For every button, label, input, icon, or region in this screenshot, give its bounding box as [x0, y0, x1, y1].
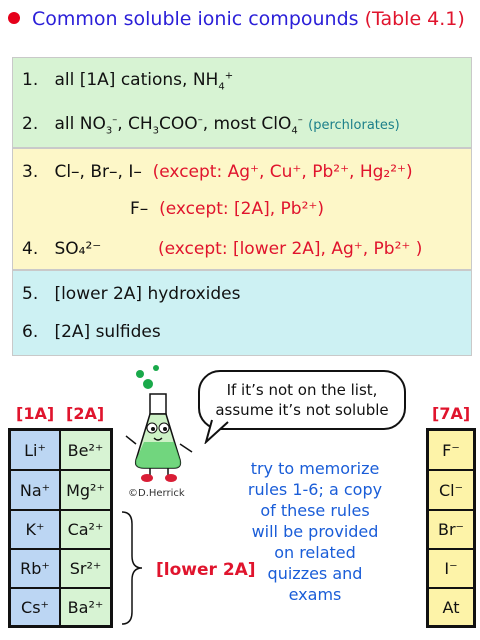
cell-na: Na⁺	[10, 470, 60, 510]
rule-1-sup: +	[224, 70, 234, 82]
cell-i: I⁻	[428, 549, 474, 588]
rule-2-sub-a: 3	[105, 125, 113, 137]
cell-cs: Cs⁺	[10, 588, 60, 626]
rule-1-number: 1.	[22, 70, 39, 90]
page-title: Common soluble ionic compounds (Table 4.…	[8, 8, 478, 42]
title-text: Common soluble ionic compounds	[32, 8, 359, 30]
lower-2a-bracket-icon	[121, 511, 143, 625]
flask-mascot-icon	[125, 365, 193, 482]
rule-3-fluoride-ion: F–	[130, 199, 149, 219]
bubble-line-2: assume it’s not soluble	[215, 401, 389, 419]
lower-2a-label: [lower 2A]	[156, 560, 256, 580]
rule-2: 2. all NO3–, CH3COO–, most ClO4– (perchl…	[22, 114, 400, 136]
rule-3-number: 3.	[22, 162, 39, 182]
rule-4-ion: SO₄²⁻	[54, 239, 102, 259]
rule-2-text-c: COO	[159, 114, 198, 134]
cell-be: Be²⁺	[60, 430, 111, 470]
rule-2-number: 2.	[22, 114, 39, 134]
rule-3: 3. Cl–, Br–, I– (except: Ag⁺, Cu⁺, Pb²⁺,…	[22, 162, 413, 182]
cell-cl: Cl⁻	[428, 470, 474, 510]
rule-4-number: 4.	[22, 239, 39, 259]
rule-6-number: 6.	[22, 322, 39, 342]
cell-sr: Sr²⁺	[60, 549, 111, 588]
cell-at: At	[428, 588, 474, 626]
rule-2-sup-a: –	[112, 114, 118, 126]
rules-band-yellow	[12, 148, 472, 270]
memo-line: quizzes and	[267, 564, 363, 583]
rule-5: 5. [lower 2A] hydroxides	[22, 284, 240, 304]
rule-4-exceptions: (except: [lower 2A], Ag⁺, Pb²⁺ )	[158, 239, 423, 259]
rule-6-text: [2A] sulfides	[54, 322, 161, 342]
title-ref: (Table 4.1)	[364, 8, 465, 30]
rule-2-text-b: , CH	[117, 114, 153, 134]
rules-band-cyan	[12, 270, 472, 356]
speech-bubble-tail-icon	[204, 418, 229, 444]
cell-f: F⁻	[428, 430, 474, 470]
cell-mg: Mg²⁺	[60, 470, 111, 510]
group-2a-label: [2A]	[66, 404, 105, 423]
speech-bubble: If it’s not on the list, assume it’s not…	[198, 370, 406, 430]
group-1a-label: [1A]	[16, 404, 55, 423]
rule-2-text-d: , most ClO	[202, 114, 292, 134]
rule-1: 1. all [1A] cations, NH4+	[22, 70, 233, 92]
credit: ©D.Herrick	[128, 488, 185, 499]
rule-6: 6. [2A] sulfides	[22, 322, 161, 342]
rule-2-sup-d: –	[297, 114, 303, 126]
cell-br: Br⁻	[428, 510, 474, 549]
memo-line: on related	[274, 543, 356, 562]
bullet-dot-icon	[8, 12, 20, 24]
cell-k: K⁺	[10, 510, 60, 549]
rule-2-sup-c: –	[197, 114, 203, 126]
bubble-line-1: If it’s not on the list,	[226, 381, 378, 399]
rule-1-sub: 4	[218, 81, 225, 93]
cell-ca: Ca²⁺	[60, 510, 111, 549]
rule-5-text: [lower 2A] hydroxides	[54, 284, 241, 304]
memorize-note: try to memorize rules 1-6; a copy of the…	[232, 458, 398, 605]
rule-3-fluoride-exceptions: (except: [2A], Pb²⁺)	[159, 199, 325, 219]
rule-5-number: 5.	[22, 284, 39, 304]
rules-band-green	[12, 57, 472, 148]
memo-line: rules 1-6; a copy	[247, 480, 383, 499]
rule-2-sub-d: 4	[291, 125, 298, 137]
memo-line: of these rules	[260, 501, 370, 520]
rule-3-fluoride: F– (except: [2A], Pb²⁺)	[130, 199, 324, 219]
rule-2-note: (perchlorates)	[308, 118, 400, 133]
memo-line: exams	[288, 585, 342, 604]
periodic-table-7a: F⁻ Cl⁻ Br⁻ I⁻ At	[426, 428, 476, 628]
rule-1-text: all [1A] cations, NH	[54, 70, 219, 90]
group-7a-label: [7A]	[432, 404, 471, 423]
rule-2-sub-b: 3	[152, 125, 160, 137]
memo-line: try to memorize	[250, 459, 380, 478]
memo-line: will be provided	[251, 522, 379, 541]
rule-3-halides: Cl–, Br–, I–	[54, 162, 142, 182]
cell-rb: Rb⁺	[10, 549, 60, 588]
rule-3-exceptions: (except: Ag⁺, Cu⁺, Pb²⁺, Hg₂²⁺)	[152, 162, 413, 182]
cell-ba: Ba²⁺	[60, 588, 111, 626]
periodic-table-left: Li⁺ Na⁺ K⁺ Rb⁺ Cs⁺ Be²⁺ Mg²⁺ Ca²⁺ Sr²⁺ B…	[8, 428, 113, 628]
rule-4: 4. SO₄²⁻	[22, 239, 101, 259]
rule-2-text-a: all NO	[54, 114, 106, 134]
cell-li: Li⁺	[10, 430, 60, 470]
